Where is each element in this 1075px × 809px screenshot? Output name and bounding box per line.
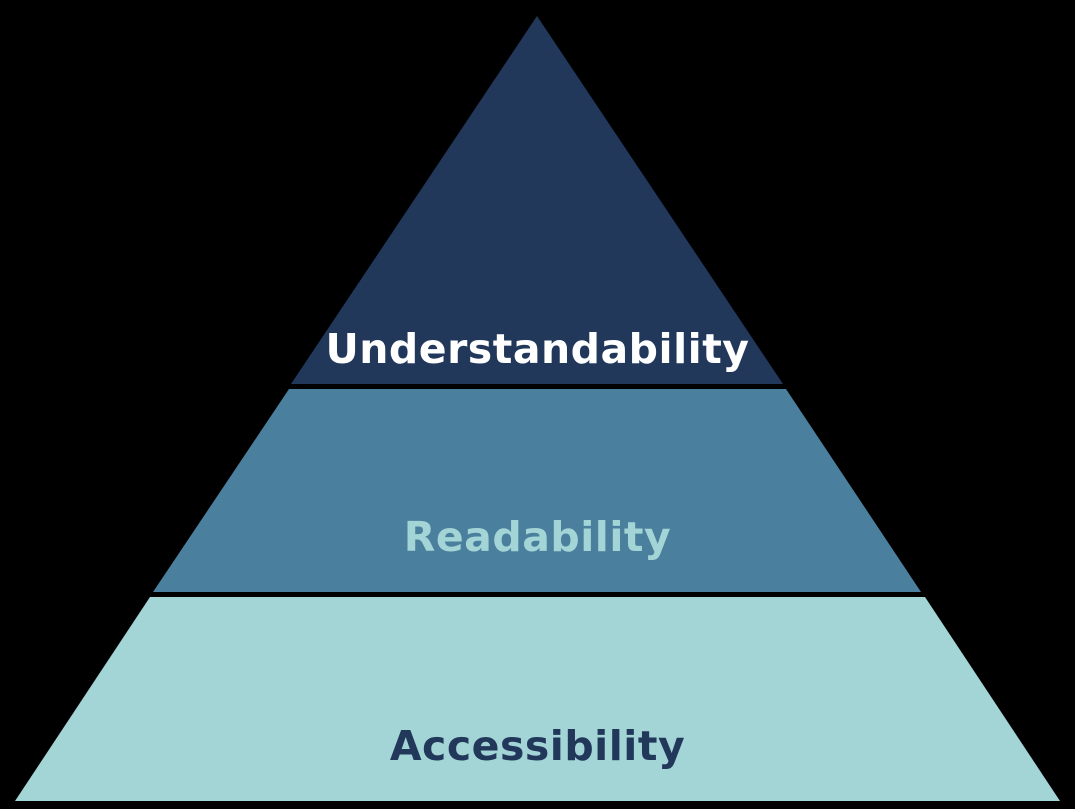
pyramid-label-understandability: Understandability: [325, 325, 750, 373]
pyramid-layer-readability: [153, 389, 921, 592]
pyramid-layer-accessibility: [15, 597, 1060, 801]
pyramid-layer-understandability: [291, 16, 783, 384]
pyramid-label-readability: Readability: [403, 513, 672, 561]
pyramid-label-accessibility: Accessibility: [389, 722, 686, 770]
